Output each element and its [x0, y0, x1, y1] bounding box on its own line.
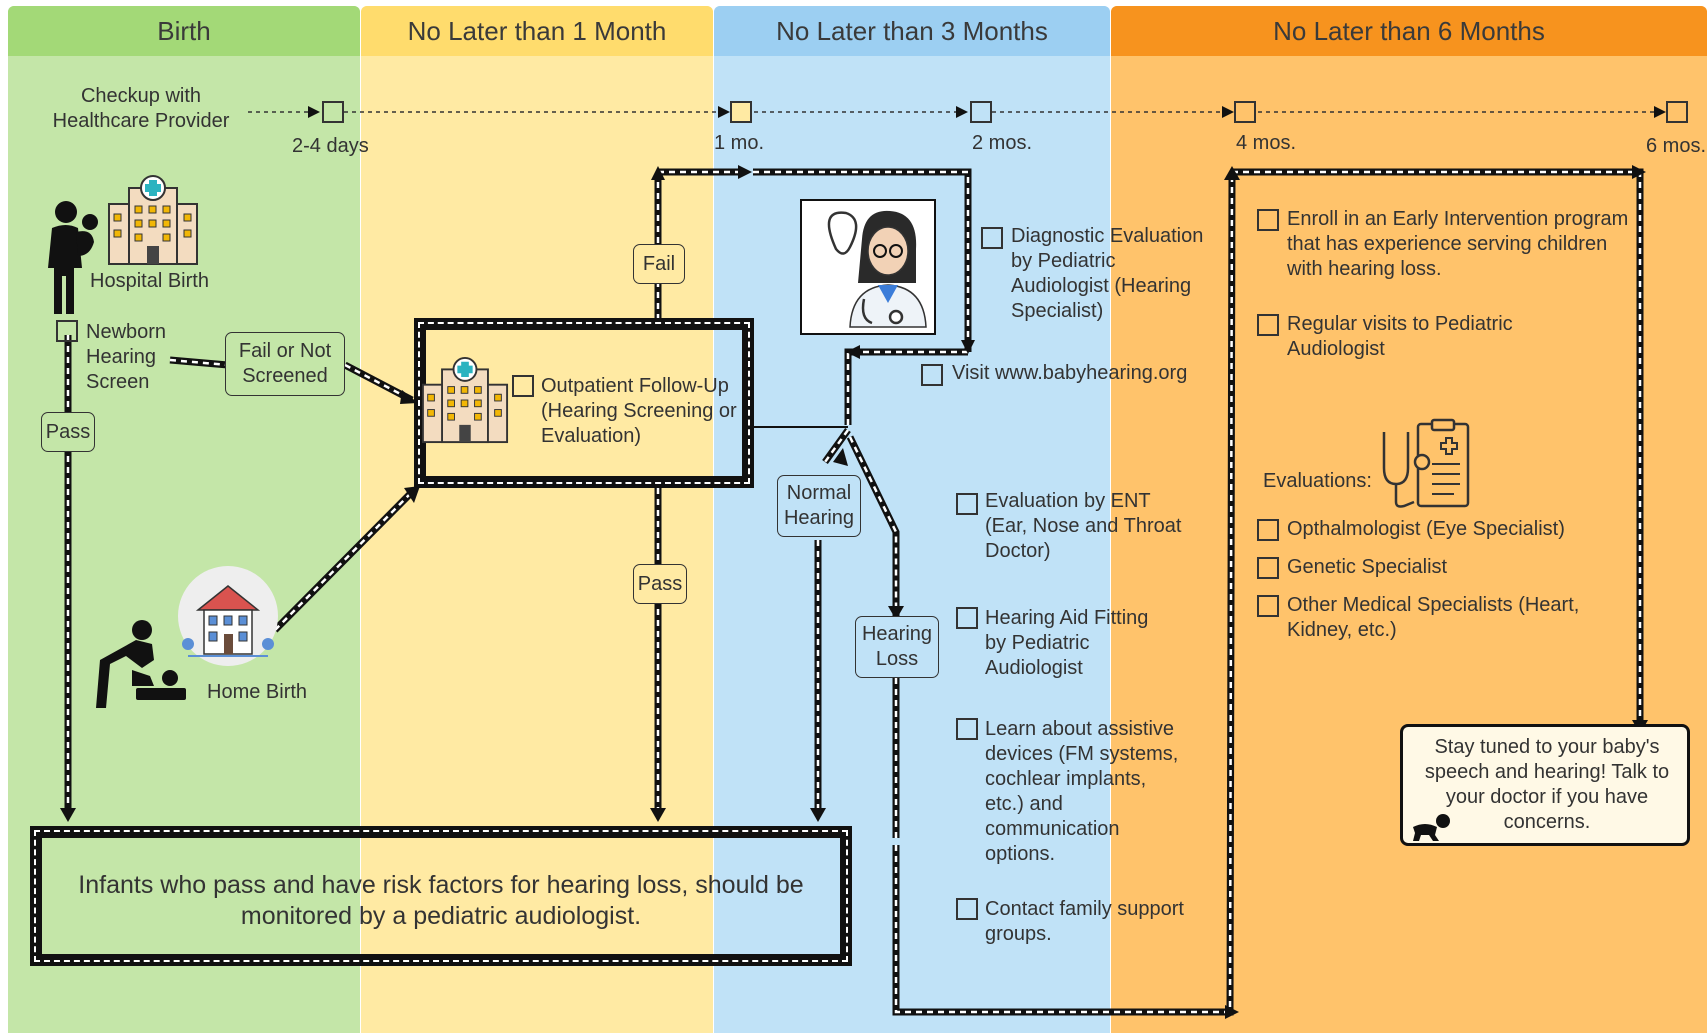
bottom-note-frame [30, 826, 852, 966]
newborn-screen-checkbox[interactable] [56, 320, 78, 342]
timeline-marker-4mo [1234, 101, 1256, 123]
crawling-baby-icon [1413, 814, 1450, 841]
stay-tuned-box: Stay tuned to your baby's speech and hea… [1400, 724, 1690, 846]
hospital-birth-label: Hospital Birth [90, 270, 209, 292]
opthalmologist-checkbox[interactable] [1257, 519, 1279, 541]
assistive-devices-checkbox[interactable] [956, 718, 978, 740]
visit-website-label[interactable]: Visit www.babyhearing.org [952, 362, 1188, 384]
family-support-label: Contact family support groups. [985, 898, 1184, 945]
evaluations-label: Evaluations: [1263, 470, 1372, 492]
home-icon [178, 566, 278, 666]
newborn-screen-label: Newborn Hearing Screen [86, 321, 167, 393]
month1-fail-tag: Fail [633, 244, 685, 284]
followup-checkbox[interactable] [512, 375, 534, 397]
timeline-marker-1mo [730, 101, 752, 123]
timeline-tick-2-4-days: 2-4 days [292, 135, 369, 157]
regular-visits-checkbox[interactable] [1257, 314, 1279, 336]
regular-visits-label: Regular visits to Pediatric Audiologist [1287, 313, 1513, 360]
visit-website-checkbox[interactable] [921, 364, 943, 386]
hearing-aid-checkbox[interactable] [956, 607, 978, 629]
other-specialists-checkbox[interactable] [1257, 595, 1279, 617]
assistive-devices-label: Learn about assistive devices (FM system… [985, 718, 1179, 865]
hospital-icon [108, 175, 198, 265]
outpatient-hospital-icon [421, 356, 509, 444]
bottom-note: Infants who pass and have risk factors f… [78, 871, 804, 930]
column-birth-title: Birth [8, 6, 360, 56]
diagnostic-checkbox[interactable] [981, 227, 1003, 249]
timeline-tick-1mo: 1 mo. [714, 132, 765, 154]
parent-changing-baby-icon [96, 620, 186, 708]
timeline-label: Checkup with Healthcare Provider [52, 85, 230, 132]
normal-hearing-tag: Normal Hearing [777, 475, 861, 537]
genetic-specialist-checkbox[interactable] [1257, 557, 1279, 579]
timeline-marker-2mo [970, 101, 992, 123]
stay-tuned-text: Stay tuned to your baby's speech and hea… [1424, 736, 1670, 833]
other-specialists-label: Other Medical Specialists (Heart, Kidney… [1287, 594, 1580, 641]
early-intervention-checkbox[interactable] [1257, 209, 1279, 231]
early-intervention-label: Enroll in an Early Intervention program … [1287, 208, 1629, 280]
timeline-tick-6mos: 6 mos. [1646, 135, 1707, 157]
followup-label: Outpatient Follow-Up (Hearing Screening … [541, 375, 737, 447]
ent-label: Evaluation by ENT (Ear, Nose and Throat … [985, 490, 1182, 562]
family-support-checkbox[interactable] [956, 898, 978, 920]
opthalmologist-label: Opthalmologist (Eye Specialist) [1287, 518, 1565, 540]
timeline-tick-2mos: 2 mos. [972, 132, 1033, 154]
column-3-months-title: No Later than 3 Months [714, 6, 1110, 56]
timeline-marker-6mo [1666, 101, 1688, 123]
stethoscope-clipboard-icon [1382, 418, 1470, 508]
diagnostic-label: Diagnostic Evaluation by Pediatric Audio… [1011, 225, 1204, 322]
followup-frame [414, 318, 754, 488]
parent-holding-baby-icon [48, 201, 98, 314]
hearing-aid-label: Hearing Aid Fitting by Pediatric Audiolo… [985, 607, 1149, 679]
home-birth-label: Home Birth [207, 681, 308, 703]
fail-or-not-screened-tag: Fail or Not Screened [225, 332, 345, 396]
timeline-marker-birth [322, 101, 344, 123]
timeline-tick-4mos: 4 mos. [1236, 132, 1297, 154]
month1-pass-tag: Pass [633, 564, 687, 604]
audiologist-icon [800, 199, 936, 335]
ent-checkbox[interactable] [956, 493, 978, 515]
hearing-loss-tag: Hearing Loss [855, 616, 939, 678]
column-6-months-title: No Later than 6 Months [1111, 6, 1707, 56]
genetic-specialist-label: Genetic Specialist [1287, 556, 1448, 578]
birth-pass-tag: Pass [41, 412, 95, 452]
column-1-month-title: No Later than 1 Month [361, 6, 713, 56]
